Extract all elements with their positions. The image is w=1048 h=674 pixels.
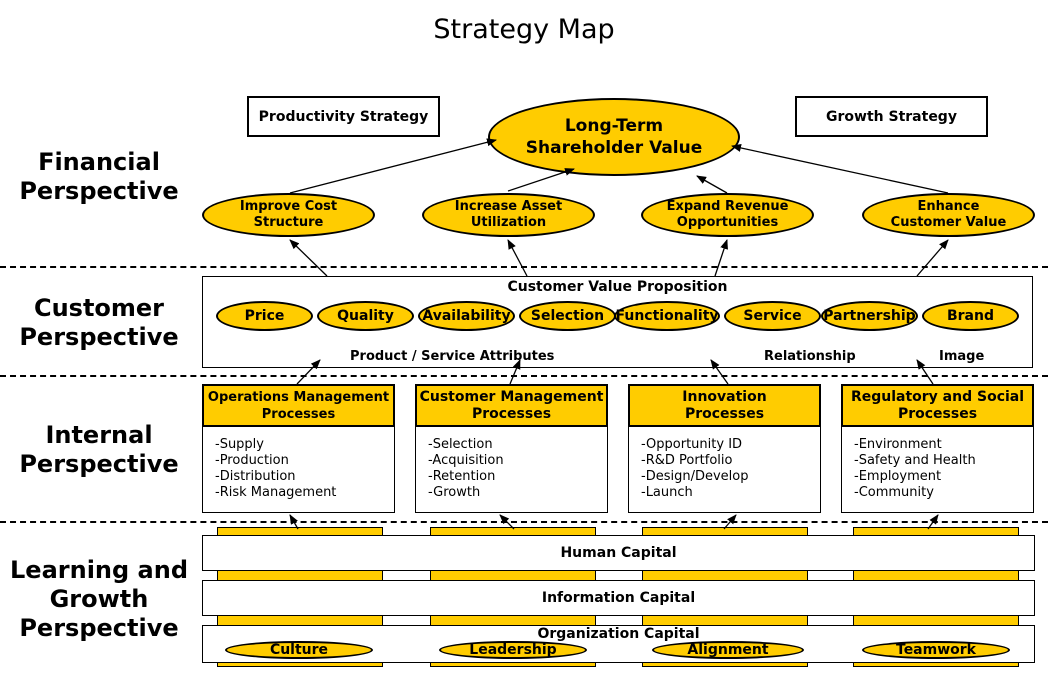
arrow-asset-to-value xyxy=(507,168,575,192)
culture-ellipse: Culture xyxy=(225,641,373,659)
internal-perspective-label: Internal Perspective xyxy=(19,421,179,478)
image-label: Image xyxy=(939,349,985,364)
process-item: -Opportunity ID xyxy=(641,437,743,452)
financial-perspective-label: Financial Perspective xyxy=(19,148,179,205)
process-item: -Environment xyxy=(854,437,942,452)
separator-financial-customer xyxy=(0,266,1048,268)
teamwork-ellipse: Teamwork xyxy=(862,641,1010,659)
operations-management-processes-list: -Supply -Production -Distribution -Risk … xyxy=(202,427,395,513)
product-service-attributes-label: Product / Service Attributes xyxy=(350,349,555,364)
growth-strategy-box: Growth Strategy xyxy=(795,96,988,137)
arrow-cvp-to-revenue xyxy=(714,239,728,277)
attribute-partnership: Partnership xyxy=(821,301,918,331)
process-item: -Design/Develop xyxy=(641,469,749,484)
human-capital-bar: Human Capital xyxy=(202,535,1035,571)
leadership-ellipse: Leadership xyxy=(439,641,587,659)
innovation-processes-header: Innovation Processes xyxy=(628,384,821,427)
arrow-custmgmt-to-cvp xyxy=(509,359,521,385)
information-capital-bar: Information Capital xyxy=(202,580,1035,616)
process-item: -Risk Management xyxy=(215,485,337,500)
arrow-learning-to-custmgmt xyxy=(499,514,515,530)
objective-expand-revenue-opportunities: Expand Revenue Opportunities xyxy=(641,193,814,237)
arrow-cvp-to-customer-value xyxy=(916,239,949,277)
innovation-processes-list: -Opportunity ID -R&D Portfolio -Design/D… xyxy=(628,427,821,513)
regulatory-social-processes-list: -Environment -Safety and Health -Employm… xyxy=(841,427,1034,513)
objective-improve-cost-structure: Improve Cost Structure xyxy=(202,193,375,237)
arrow-learning-to-innovation xyxy=(723,514,737,530)
customer-perspective-label: Customer Perspective xyxy=(19,294,179,351)
process-item: -Acquisition xyxy=(428,453,504,468)
customer-management-processes-list: -Selection -Acquisition -Retention -Grow… xyxy=(415,427,608,513)
attribute-availability: Availability xyxy=(418,301,515,331)
regulatory-social-processes-header: Regulatory and Social Processes xyxy=(841,384,1034,427)
objective-increase-asset-utilization: Increase Asset Utilization xyxy=(422,193,595,237)
attribute-quality: Quality xyxy=(317,301,414,331)
process-item: -Production xyxy=(215,453,289,468)
arrow-revenue-to-value xyxy=(696,175,728,194)
process-item: -Growth xyxy=(428,485,481,500)
separator-customer-internal xyxy=(0,375,1048,377)
organization-capital-label: Organization Capital xyxy=(537,626,700,642)
long-term-shareholder-value-goal: Long-Term Shareholder Value xyxy=(488,98,740,176)
process-item: -Supply xyxy=(215,437,264,452)
attribute-service: Service xyxy=(724,301,821,331)
process-item: -Community xyxy=(854,485,934,500)
operations-management-processes-header: Operations Management Processes xyxy=(202,384,395,427)
separator-internal-learning xyxy=(0,521,1048,523)
process-item: -Employment xyxy=(854,469,942,484)
page-title: Strategy Map xyxy=(433,14,615,45)
process-item: -Retention xyxy=(428,469,496,484)
process-item: -Safety and Health xyxy=(854,453,976,468)
objective-enhance-customer-value: Enhance Customer Value xyxy=(862,193,1035,237)
customer-value-proposition-heading: Customer Value Proposition xyxy=(507,279,728,295)
attribute-selection: Selection xyxy=(519,301,616,331)
arrow-operations-to-cvp xyxy=(296,359,321,385)
attribute-functionality: Functionality xyxy=(614,301,720,331)
process-item: -Launch xyxy=(641,485,693,500)
productivity-strategy-box: Productivity Strategy xyxy=(247,96,440,137)
process-item: -R&D Portfolio xyxy=(641,453,733,468)
customer-management-processes-header: Customer Management Processes xyxy=(415,384,608,427)
attribute-brand: Brand xyxy=(922,301,1019,331)
learning-perspective-label: Learning and Growth Perspective xyxy=(10,556,188,642)
arrow-cvp-to-cost xyxy=(289,239,328,277)
arrow-regulatory-to-cvp xyxy=(916,359,934,385)
process-item: -Distribution xyxy=(215,469,296,484)
attribute-price: Price xyxy=(216,301,313,331)
process-item: -Selection xyxy=(428,437,493,452)
arrow-cvp-to-asset xyxy=(507,239,528,277)
alignment-ellipse: Alignment xyxy=(652,641,804,659)
arrow-customer-value-to-value xyxy=(731,144,949,194)
arrow-cost-to-value xyxy=(289,138,497,194)
arrow-innovation-to-cvp xyxy=(710,359,729,385)
arrow-learning-to-operations xyxy=(289,514,299,530)
arrow-learning-to-regulatory xyxy=(927,514,939,530)
relationship-label: Relationship xyxy=(764,349,856,364)
